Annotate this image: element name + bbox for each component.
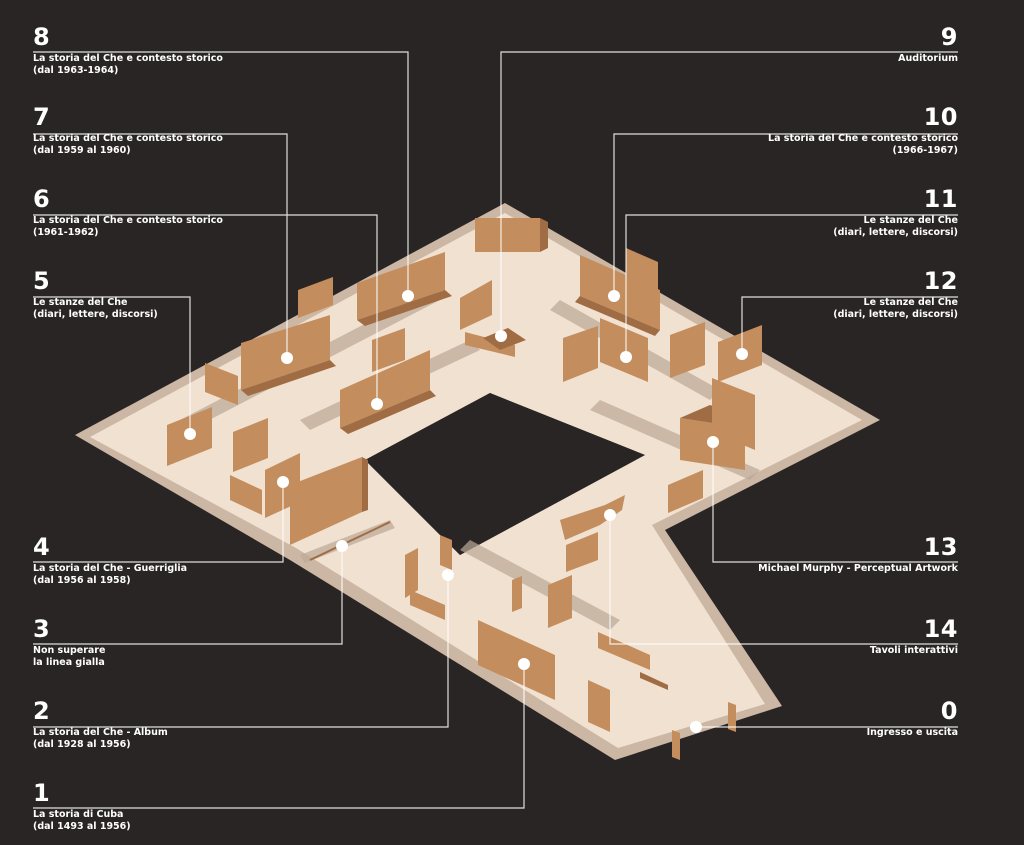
marker-12 xyxy=(736,348,748,360)
leader-lines xyxy=(33,51,958,809)
marker-14 xyxy=(604,509,616,521)
label-6: 6 La storia del Che e contesto storico(1… xyxy=(33,186,263,239)
label-1: 1 La storia di Cuba(dal 1493 al 1956) xyxy=(33,780,263,833)
label-number: 2 xyxy=(33,697,51,725)
label-text: La storia di Cuba(dal 1493 al 1956) xyxy=(33,809,131,832)
label-9: 9 Auditorium xyxy=(728,24,958,65)
marker-8 xyxy=(402,290,414,302)
marker-11 xyxy=(620,351,632,363)
label-number: 7 xyxy=(33,103,51,131)
label-5: 5 Le stanze del Che(diari, lettere, disc… xyxy=(33,268,263,321)
floor-line xyxy=(309,521,391,561)
label-10: 10 La storia del Che e contesto storico(… xyxy=(728,104,958,157)
label-number: 1 xyxy=(33,779,51,807)
label-text: Tavoli interattivi xyxy=(869,645,958,656)
label-text: La storia del Che e contesto storico(dal… xyxy=(33,53,223,76)
label-13: 13 Michael Murphy - Perceptual Artwork xyxy=(728,534,958,575)
label-4: 4 La storia del Che - Guerriglia(dal 195… xyxy=(33,534,263,587)
marker-9 xyxy=(495,330,507,342)
label-12: 12 Le stanze del Che(diari, lettere, dis… xyxy=(728,268,958,321)
label-11: 11 Le stanze del Che(diari, lettere, dis… xyxy=(728,186,958,239)
marker-0 xyxy=(690,721,702,733)
marker-13 xyxy=(707,436,719,448)
label-2: 2 La storia del Che - Album(dal 1928 al … xyxy=(33,698,263,751)
central-courtyard xyxy=(365,393,645,555)
label-number: 10 xyxy=(923,103,958,131)
label-text: Le stanze del Che(diari, lettere, discor… xyxy=(833,215,958,238)
label-text: La storia del Che e contesto storico(dal… xyxy=(33,133,223,156)
label-number: 9 xyxy=(940,23,958,51)
label-text: La storia del Che e contesto storico(196… xyxy=(33,215,223,238)
label-number: 14 xyxy=(923,615,958,643)
label-text: La storia del Che - Guerriglia(dal 1956 … xyxy=(33,563,188,586)
label-number: 0 xyxy=(940,697,958,725)
label-text: La storia del Che e contesto storico(196… xyxy=(768,133,958,156)
label-number: 6 xyxy=(33,185,51,213)
marker-3 xyxy=(336,540,348,552)
label-text: Michael Murphy - Perceptual Artwork xyxy=(758,563,958,574)
label-number: 3 xyxy=(33,615,51,643)
marker-7 xyxy=(281,352,293,364)
marker-1 xyxy=(518,658,530,670)
marker-5 xyxy=(184,428,196,440)
label-number: 5 xyxy=(33,267,51,295)
label-number: 11 xyxy=(923,185,958,213)
label-7: 7 La storia del Che e contesto storico(d… xyxy=(33,104,263,157)
label-number: 8 xyxy=(33,23,51,51)
exhibit-walls xyxy=(167,218,762,760)
label-text: Auditorium xyxy=(898,53,958,64)
marker-6 xyxy=(371,398,383,410)
label-0: 0 Ingresso e uscita xyxy=(728,698,958,739)
label-number: 12 xyxy=(923,267,958,295)
label-text: Ingresso e uscita xyxy=(866,727,958,738)
label-text: Le stanze del Che(diari, lettere, discor… xyxy=(33,297,158,320)
label-8: 8 La storia del Che e contesto storico(d… xyxy=(33,24,263,77)
location-markers xyxy=(184,290,748,733)
marker-10 xyxy=(608,290,620,302)
label-14: 14 Tavoli interattivi xyxy=(728,616,958,657)
label-text: La storia del Che - Album(dal 1928 al 19… xyxy=(33,727,168,750)
label-text: Le stanze del Che(diari, lettere, discor… xyxy=(833,297,958,320)
marker-4 xyxy=(277,476,289,488)
label-number: 4 xyxy=(33,533,51,561)
marker-2 xyxy=(442,569,454,581)
label-number: 13 xyxy=(923,533,958,561)
